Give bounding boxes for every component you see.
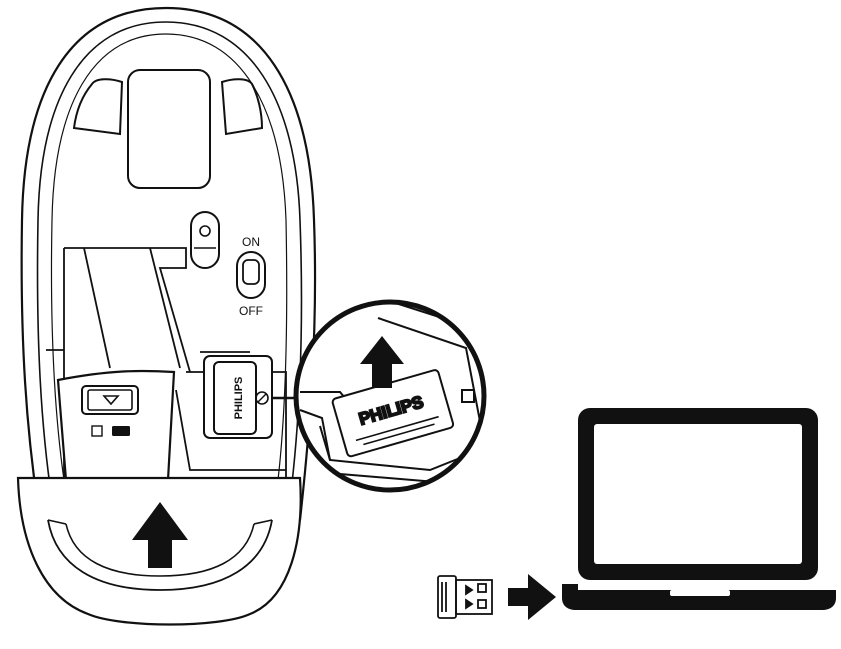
receiver-slot: PHILIPS <box>203 355 273 439</box>
usb-nano-receiver <box>437 575 493 619</box>
zoom-callout: PHILIPS <box>272 299 487 493</box>
receiver-release-icon <box>255 391 269 405</box>
laptop <box>562 408 836 610</box>
mouse-foot-right <box>220 78 264 136</box>
mouse-door-panel <box>16 476 302 626</box>
laptop-usb-port <box>562 584 578 590</box>
switch-off-label: OFF <box>239 304 263 318</box>
arrow-right-icon <box>508 574 556 620</box>
door-release-triangle-icon <box>102 395 120 406</box>
power-switch[interactable]: ON OFF <box>236 235 266 318</box>
laptop-base <box>562 590 836 610</box>
mouse-sensor <box>127 69 211 189</box>
wireless-icon <box>91 425 103 437</box>
arrow-up-icon <box>132 502 188 568</box>
mouse-foot-left <box>72 78 124 136</box>
receiver-brand-label: PHILIPS <box>233 377 245 420</box>
connect-button[interactable] <box>190 211 220 269</box>
battery-icon <box>112 426 130 436</box>
battery-door[interactable] <box>56 369 176 482</box>
switch-on-label: ON <box>242 235 260 249</box>
zoom-arrow-up-icon <box>360 336 404 388</box>
